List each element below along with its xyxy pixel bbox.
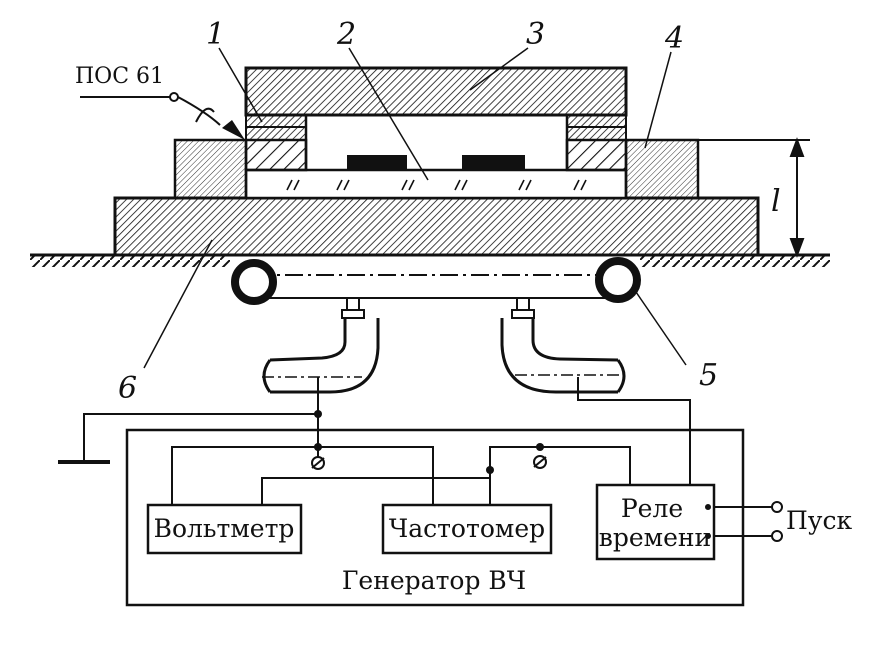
relay-box: [595, 483, 716, 561]
relay-terminal-top: [705, 504, 711, 510]
freq-meter-label: Частотомер: [389, 514, 545, 543]
start-terminal-bottom[interactable]: [771, 530, 783, 542]
ground-surface: [30, 253, 830, 267]
lid-inner-outline: [304, 113, 569, 170]
lid: [244, 66, 628, 117]
label-solder: ПОС 61: [75, 64, 164, 89]
label-dimension-l: l: [771, 184, 781, 219]
label-4: 4: [664, 21, 684, 56]
frame-right: [565, 114, 628, 172]
label-6: 6: [118, 371, 137, 406]
start-label: Пуск: [786, 506, 853, 535]
relay-terminal-bottom: [705, 533, 711, 539]
start-terminal-top[interactable]: [771, 501, 783, 513]
lead-right: [500, 297, 626, 394]
side-block-left: [173, 138, 248, 200]
capacitor-left: [311, 456, 325, 470]
base-plate: [113, 196, 760, 257]
solder-wire: [80, 96, 221, 126]
solder-wire-end: [169, 92, 179, 102]
frame-left: [244, 114, 308, 172]
solder-arrow: [222, 120, 245, 140]
leader-lines: [143, 47, 687, 369]
label-5: 5: [699, 358, 718, 393]
rf-coil: [231, 257, 641, 305]
side-block-right: [624, 138, 700, 200]
generator-label: Генератор ВЧ: [342, 566, 526, 595]
label-3: 3: [526, 17, 545, 52]
capacitor-right: [533, 455, 547, 469]
chip-right: [462, 155, 525, 170]
lead-left: [262, 297, 380, 394]
label-2: 2: [336, 17, 356, 52]
dimension-l: [698, 137, 810, 258]
relay-label-line2: времени: [599, 523, 711, 552]
generator-box: [125, 428, 745, 607]
junctions: [314, 410, 544, 474]
chip-left: [347, 155, 407, 170]
voltmeter-label: Вольтметр: [154, 514, 295, 543]
voltmeter-box: [146, 503, 303, 555]
label-1: 1: [206, 17, 225, 52]
freq-meter-box: [381, 503, 553, 555]
relay-label-line1: Реле: [621, 494, 683, 523]
